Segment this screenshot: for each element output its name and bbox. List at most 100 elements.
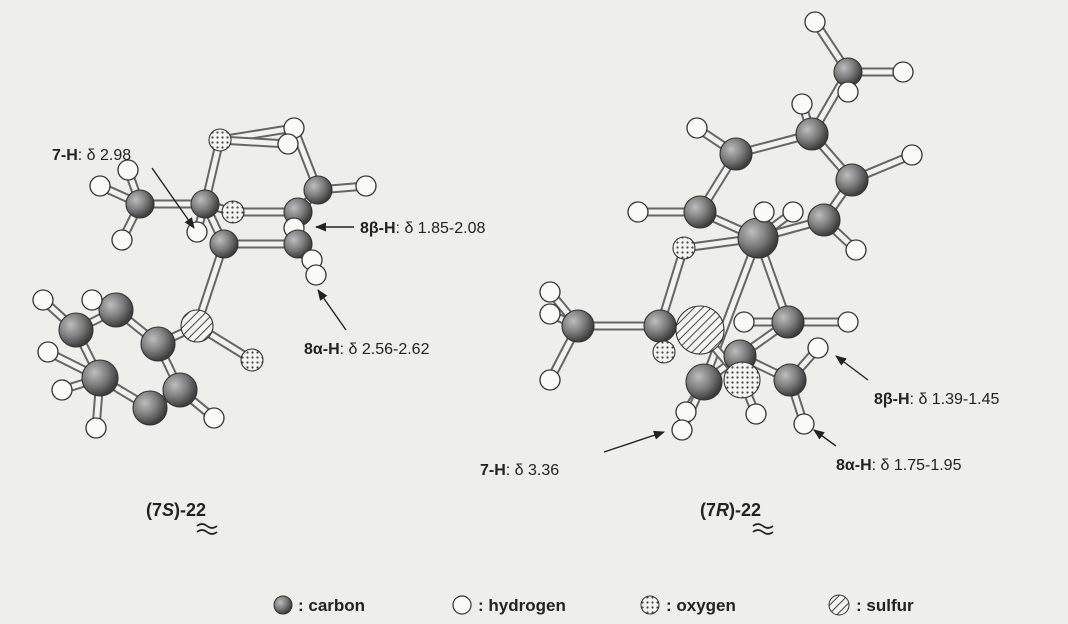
shift-value: : δ 1.85-2.08 bbox=[396, 220, 486, 237]
sulfur-atom bbox=[675, 305, 725, 355]
underline-tilde bbox=[752, 523, 774, 529]
legend-item-sulfur: : sulfur bbox=[828, 594, 914, 616]
oxygen-atom bbox=[240, 348, 264, 372]
annotation-7h-left: 7-H: δ 2.98 bbox=[52, 147, 195, 229]
hydrogen-atom bbox=[81, 289, 103, 311]
svg-text:(7S)-22: (7S)-22 bbox=[146, 500, 206, 520]
compound-number: 22 bbox=[186, 500, 206, 520]
hydrogen-atom bbox=[753, 201, 775, 223]
sulfur-swatch bbox=[828, 594, 850, 616]
hydrogen-atom bbox=[793, 413, 815, 435]
carbon-atom bbox=[737, 217, 779, 259]
atom-legend: : carbon : hydrogen : oxygen : sulfur bbox=[273, 594, 914, 616]
hydrogen-atom bbox=[89, 175, 111, 197]
hydrogen-atom bbox=[901, 144, 923, 166]
proton-label: 8α-H bbox=[304, 341, 340, 358]
hydrogen-atom bbox=[85, 417, 107, 439]
hydrogen-atom bbox=[539, 281, 561, 303]
hydrogen-atom bbox=[671, 419, 693, 441]
carbon-atom bbox=[140, 326, 176, 362]
carbon-atom bbox=[190, 189, 220, 219]
annotation-8alpha-h-left: 8α-H: δ 2.56-2.62 bbox=[304, 289, 430, 358]
carbon-atom bbox=[719, 137, 753, 171]
shift-value: : δ 3.36 bbox=[506, 462, 559, 479]
atoms bbox=[539, 11, 923, 441]
carbon-atom bbox=[162, 372, 198, 408]
carbon-atom bbox=[685, 363, 723, 401]
annotation-8alpha-h-right: 8α-H: δ 1.75-1.95 bbox=[813, 429, 962, 474]
hydrogen-atom bbox=[186, 221, 208, 243]
shift-value: : δ 1.39-1.45 bbox=[910, 391, 1000, 408]
carbon-atom bbox=[303, 175, 333, 205]
hydrogen-atom bbox=[782, 201, 804, 223]
svg-text:: carbon: : carbon bbox=[298, 596, 365, 615]
hydrogen-atom bbox=[111, 229, 133, 251]
carbon-atom bbox=[771, 305, 805, 339]
caption-7r: (7R)-22 bbox=[700, 500, 774, 535]
hydrogen-atom bbox=[745, 403, 767, 425]
caption-7s: (7S)-22 bbox=[146, 500, 218, 535]
oxygen-atom bbox=[652, 340, 676, 364]
svg-text:: hydrogen: : hydrogen bbox=[478, 596, 566, 615]
proton-label: 8α-H bbox=[836, 457, 872, 474]
svg-text:8α-H: δ 1.75-1.95: 8α-H: δ 1.75-1.95 bbox=[836, 457, 962, 474]
oxygen-atom bbox=[672, 236, 696, 260]
legend-item-oxygen: : oxygen bbox=[640, 595, 736, 615]
hydrogen-atom bbox=[37, 341, 59, 363]
carbon-atom bbox=[132, 390, 168, 426]
carbon-swatch bbox=[273, 595, 293, 615]
hydrogen-atom bbox=[51, 379, 73, 401]
hydrogen-atom bbox=[627, 201, 649, 223]
carbon-atom bbox=[643, 309, 677, 343]
arrow bbox=[835, 355, 869, 381]
carbon-atom bbox=[125, 189, 155, 219]
carbon-atom bbox=[807, 203, 841, 237]
arrow bbox=[813, 429, 837, 447]
sulfur-atom bbox=[180, 309, 214, 343]
hydrogen-atom bbox=[32, 289, 54, 311]
hydrogen-atom bbox=[305, 264, 327, 286]
hydrogen-atom bbox=[837, 311, 859, 333]
hydrogen-atom bbox=[675, 401, 697, 423]
carbon-atom bbox=[795, 117, 829, 151]
hydrogen-atom bbox=[203, 407, 225, 429]
hydrogen-atom bbox=[539, 369, 561, 391]
molecule-7s-model bbox=[32, 117, 377, 439]
carbon-atom bbox=[561, 309, 595, 343]
hydrogen-atom bbox=[837, 81, 859, 103]
carbon-atom bbox=[773, 363, 807, 397]
shift-value: : δ 1.75-1.95 bbox=[872, 457, 962, 474]
oxygen-swatch bbox=[640, 595, 660, 615]
hydrogen-atom bbox=[807, 337, 829, 359]
hydrogen-atom bbox=[355, 175, 377, 197]
arrow bbox=[603, 430, 666, 453]
compound-number: 22 bbox=[741, 500, 761, 520]
hydrogen-atom bbox=[539, 303, 561, 325]
legend-item-carbon: : carbon bbox=[273, 595, 365, 615]
svg-text:8β-H: δ 1.85-2.08: 8β-H: δ 1.85-2.08 bbox=[360, 220, 486, 237]
underline-tilde bbox=[196, 523, 218, 529]
proton-label: 7-H bbox=[52, 147, 78, 164]
hydrogen-atom bbox=[804, 11, 826, 33]
annotation-7h-right: 7-H: δ 3.36 bbox=[480, 430, 666, 479]
carbon-atom bbox=[98, 292, 134, 328]
arrow bbox=[317, 289, 347, 331]
arrow bbox=[151, 167, 195, 229]
svg-text:7-H: δ 3.36: 7-H: δ 3.36 bbox=[480, 462, 559, 479]
carbon-atom bbox=[209, 229, 239, 259]
molecule-7r-model bbox=[539, 11, 923, 441]
bond bbox=[701, 235, 761, 385]
carbon-atom bbox=[683, 195, 717, 229]
proton-label: 8β-H bbox=[874, 391, 910, 408]
annotation-8beta-h-right: 8β-H: δ 1.39-1.45 bbox=[835, 355, 1000, 408]
svg-text:: sulfur: : sulfur bbox=[856, 596, 914, 615]
hydrogen-atom bbox=[791, 93, 813, 115]
hydrogen-atom bbox=[686, 117, 708, 139]
svg-text:: oxygen: : oxygen bbox=[666, 596, 736, 615]
carbon-atom bbox=[283, 229, 313, 259]
shift-value: : δ 2.98 bbox=[78, 147, 131, 164]
hydrogen-atom bbox=[892, 61, 914, 83]
hydrogen-atom bbox=[277, 133, 299, 155]
atoms bbox=[32, 117, 377, 439]
